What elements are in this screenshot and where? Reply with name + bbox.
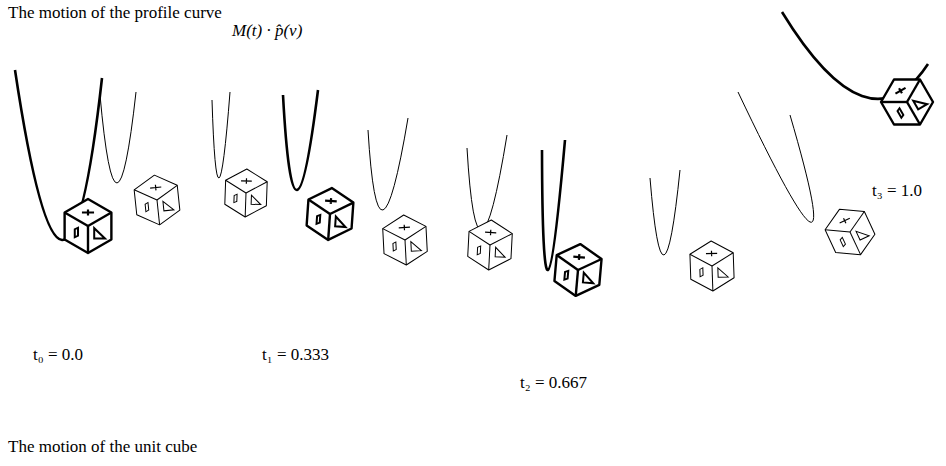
unit-cubes bbox=[65, 68, 940, 298]
time-label: t₂ = 0.667 bbox=[520, 374, 587, 393]
unit-cube bbox=[65, 199, 112, 253]
unit-cube bbox=[820, 200, 880, 264]
unit-cube bbox=[467, 219, 513, 271]
profile-curve bbox=[368, 118, 408, 210]
profile-curve bbox=[542, 140, 565, 270]
unit-cube bbox=[224, 168, 267, 217]
unit-cube bbox=[306, 186, 355, 241]
unit-cube bbox=[382, 214, 428, 266]
unit-cube bbox=[553, 242, 602, 298]
profile-curve bbox=[650, 170, 680, 255]
time-label: t₁ = 0.333 bbox=[262, 346, 329, 365]
profile-curve bbox=[212, 92, 230, 178]
profile-curve bbox=[100, 92, 136, 183]
time-label: t₀ = 0.0 bbox=[33, 346, 83, 365]
profile-curve bbox=[15, 70, 102, 240]
unit-cube bbox=[689, 240, 734, 291]
title: The motion of the profile curve bbox=[8, 4, 222, 23]
unit-cube bbox=[875, 68, 940, 136]
caption: The motion of the unit cube bbox=[8, 438, 197, 457]
profile-curve bbox=[283, 90, 318, 190]
formula-label: M(t) · p̂(v) bbox=[232, 22, 302, 41]
time-label: t₃ = 1.0 bbox=[872, 182, 922, 201]
unit-cube bbox=[133, 173, 181, 227]
profile-curve bbox=[467, 135, 507, 230]
profile-curve bbox=[738, 92, 814, 222]
